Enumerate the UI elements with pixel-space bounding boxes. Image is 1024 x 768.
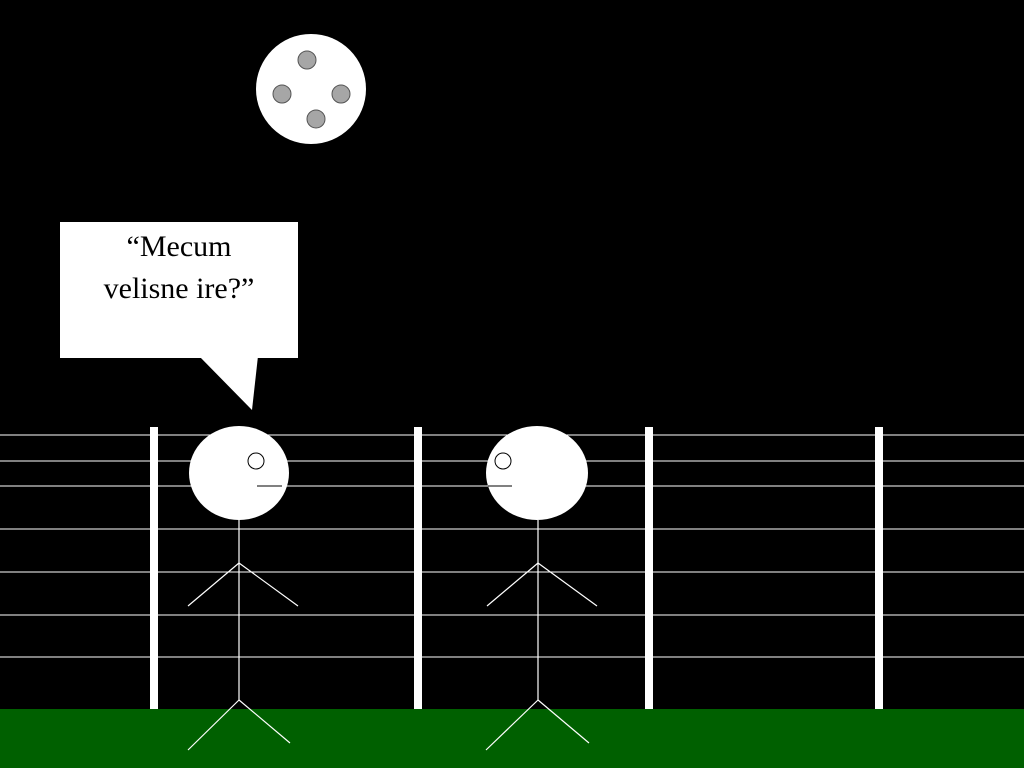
figure-head [486, 426, 588, 520]
figure-arm [187, 562, 240, 607]
speech-bubble-text: “Mecum velisne ire?” [60, 226, 298, 310]
speech-line-1: “Mecum [126, 230, 232, 263]
stick-figure-right [485, 426, 598, 751]
figure-eye [247, 452, 265, 470]
figure-head [189, 426, 289, 520]
moon-crater [272, 84, 292, 104]
figure-leg [485, 699, 539, 751]
fence-post [645, 427, 653, 717]
stick-figure-left [187, 426, 299, 751]
speech-bubble [60, 222, 298, 410]
figure-arm [238, 562, 299, 607]
speech-line-2: velisne ire?” [103, 272, 255, 305]
figure-arm [537, 562, 598, 607]
figure-leg [537, 699, 590, 744]
moon-crater [297, 50, 317, 70]
figure-eye [494, 452, 512, 470]
speech-bubble-tail [199, 356, 258, 410]
fence-post [414, 427, 422, 717]
figure-leg [238, 699, 291, 744]
fence-posts [150, 427, 883, 717]
moon-crater [331, 84, 351, 104]
moon-disc [256, 34, 366, 144]
figure-arm [486, 562, 539, 607]
moon-crater [306, 109, 326, 129]
moon [256, 34, 366, 144]
speech-bubble-box [60, 222, 298, 358]
fence-post [150, 427, 158, 717]
figure-leg [187, 699, 240, 751]
fence-post [875, 427, 883, 717]
grass-ground [0, 709, 1024, 768]
